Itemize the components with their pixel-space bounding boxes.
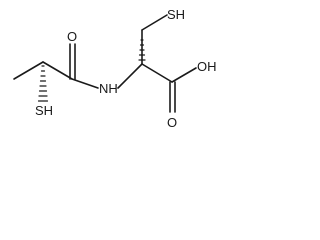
- label-acid-o: O: [167, 115, 177, 130]
- label-carbonyl-o-left: O: [67, 29, 77, 44]
- bonds: [13, 14, 197, 113]
- label-thiol-bottom: SH: [35, 103, 53, 118]
- bond-c2-c1: [42, 61, 73, 80]
- bond-ch2-sh: [141, 14, 168, 31]
- label-amide-nh: NH: [99, 81, 118, 96]
- bond-c1-n: [71, 78, 99, 89]
- hashed-bond-c2-sh: [37, 65, 49, 102]
- hashed-bond-calpha-ch2: [138, 39, 146, 61]
- bond-cooh-oh: [171, 67, 197, 83]
- atom-labels: SH O NH OH O SH: [35, 7, 217, 130]
- chemical-structure-diagram: SH O NH OH O SH: [13, 7, 217, 130]
- bond-n-calpha: [117, 63, 143, 89]
- label-thiol-top: SH: [167, 7, 185, 22]
- bond-methyl-c2: [13, 61, 44, 80]
- bond-calpha-cooh: [141, 63, 173, 83]
- label-acid-oh: OH: [197, 59, 217, 74]
